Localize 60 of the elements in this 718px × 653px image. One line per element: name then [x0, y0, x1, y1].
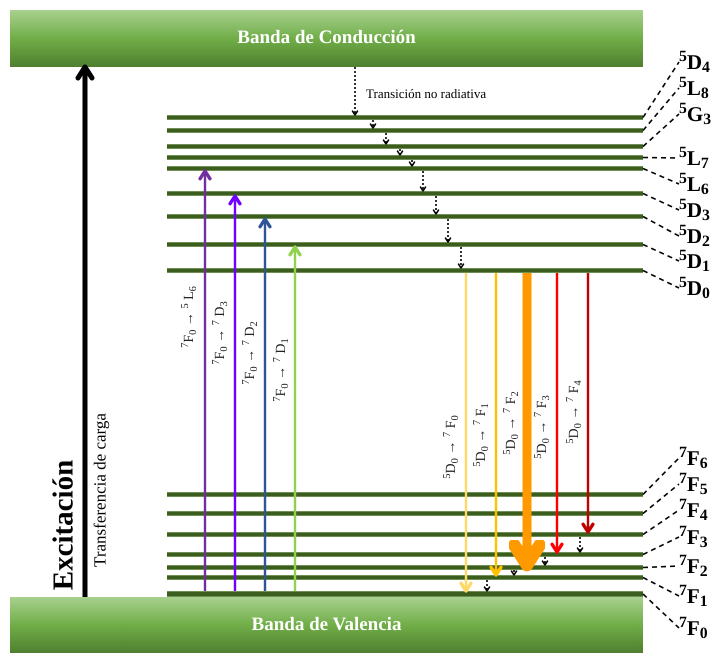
level-label: $^{5}$D$_{2}$ — [679, 223, 718, 249]
level-label: $^{7}$F$_{3}$ — [679, 524, 718, 550]
level-label: $^{7}$F$_{0}$ — [679, 615, 718, 641]
dotted-arrow — [382, 133, 390, 145]
leader-line — [642, 593, 680, 629]
dotted-arrow — [432, 196, 440, 215]
dotted-arrow — [370, 120, 376, 129]
transition-arrow — [581, 273, 595, 534]
band-label: Banda de Valencia — [252, 612, 402, 637]
transition-arrow — [489, 273, 503, 577]
transition-arrow — [288, 245, 302, 591]
dotted-arrow — [484, 580, 490, 592]
transition-arrow — [228, 194, 242, 591]
energy-band — [10, 10, 643, 67]
leader-line — [642, 509, 680, 536]
level-label: $^{5}$L$_{7}$ — [679, 145, 718, 171]
leader-line — [642, 576, 680, 597]
transition-arrow — [508, 273, 546, 572]
transition-arrow — [198, 169, 212, 591]
dotted-arrow — [576, 537, 584, 553]
level-label: $^{7}$F$_{4}$ — [679, 497, 718, 523]
level-label: $^{5}$L$_{8}$ — [679, 75, 718, 101]
leader-line — [642, 87, 680, 132]
leader-line — [642, 244, 680, 262]
leader-line — [642, 216, 680, 237]
transition-arrow — [258, 217, 272, 591]
leader-line — [642, 536, 680, 556]
dotted-arrow — [542, 557, 548, 566]
dotted-arrow — [420, 171, 426, 192]
level-label: $^{5}$L$_{6}$ — [679, 171, 718, 197]
level-label: $^{5}$D$_{1}$ — [679, 248, 718, 274]
note-label: Transición no radiativa — [366, 85, 486, 103]
axis-label: Transferencia de carga — [92, 413, 108, 567]
leader-line — [642, 168, 680, 185]
leader-line — [642, 270, 680, 289]
leader-line — [642, 457, 680, 496]
transition-arrow — [76, 64, 94, 597]
dotted-arrow — [408, 160, 416, 167]
energy-band — [10, 597, 643, 653]
transition-arrow — [550, 273, 564, 554]
dotted-arrow — [458, 247, 464, 269]
leader-line — [642, 192, 680, 211]
leader-line — [642, 483, 680, 514]
level-label: $^{5}$G$_{3}$ — [679, 101, 718, 127]
leader-line — [642, 62, 680, 118]
level-label: $^{5}$D$_{4}$ — [679, 49, 718, 75]
level-label: $^{5}$D$_{3}$ — [679, 197, 718, 223]
dotted-arrow — [352, 67, 358, 116]
level-label: $^{7}$F$_{5}$ — [679, 471, 718, 497]
level-label: $^{5}$D$_{0}$ — [679, 275, 718, 301]
dotted-arrow — [510, 570, 518, 576]
dotted-arrow — [444, 219, 452, 243]
level-label: $^{7}$F$_{2}$ — [679, 553, 718, 579]
transition-arrow — [459, 273, 473, 593]
level-label: $^{7}$F$_{1}$ — [679, 583, 718, 609]
axis-title: Excitación — [50, 460, 78, 590]
dotted-arrow — [396, 149, 404, 156]
leader-line — [642, 113, 680, 148]
level-label: $^{7}$F$_{6}$ — [679, 445, 718, 471]
band-label: Banda de Conducción — [237, 26, 416, 50]
